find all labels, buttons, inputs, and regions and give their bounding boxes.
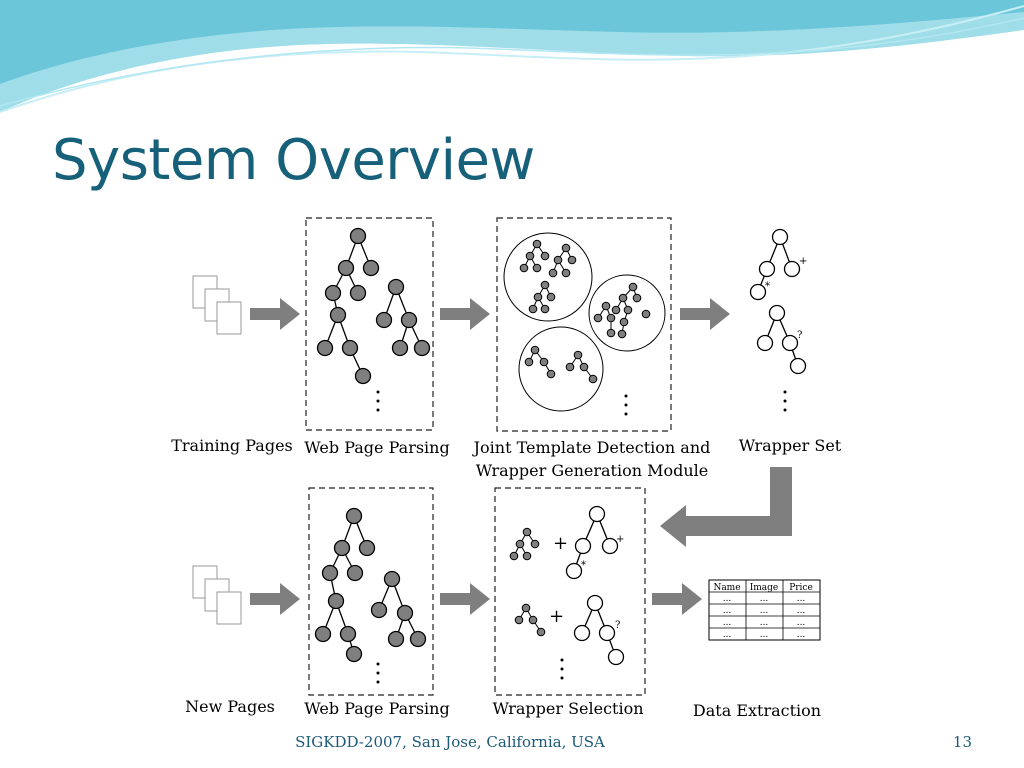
wrapper-set-label: Wrapper Set (739, 436, 842, 455)
arrow-selection-to-extraction (652, 583, 702, 615)
template-cluster-1 (503, 232, 593, 322)
joint-module-label-line1: Joint Template Detection and (472, 438, 711, 457)
table-cell: ... (760, 630, 769, 640)
wrapper-question-symbol: ? (797, 330, 802, 341)
table-cell: ... (797, 618, 806, 628)
parsing-box-bottom (308, 487, 434, 696)
slide-title: System Overview (52, 128, 535, 193)
table-cell: ... (760, 618, 769, 628)
selection-small-tree-1 (509, 527, 540, 561)
arrow-joint-to-wrapper-set (680, 298, 730, 330)
template-cluster-2 (588, 274, 666, 352)
wrapper-star-symbol: * (765, 281, 770, 292)
table-cell: ... (760, 606, 769, 616)
table-cell: ... (760, 594, 769, 604)
arrow-parsing-to-joint (440, 298, 490, 330)
table-cell: ... (723, 594, 732, 604)
ellipsis-wrapper-set (783, 390, 787, 412)
joint-module-box (496, 217, 672, 432)
selection-plus-symbol: + (616, 534, 624, 545)
template-cluster-3 (518, 326, 604, 412)
wrapper-set-trees (749, 228, 807, 375)
arrow-parsing-to-selection (440, 583, 490, 615)
table-header-price: Price (789, 583, 813, 593)
ellipsis-selection (560, 658, 564, 680)
table-cell: ... (797, 606, 806, 616)
slide-footer: SIGKDD-2007, San Jose, California, USA (295, 733, 605, 751)
new-pages-label: New Pages (185, 697, 275, 716)
selection-small-tree-2 (514, 603, 546, 637)
selection-wrapper-tree-2 (573, 594, 625, 666)
wrapper-selection-label: Wrapper Selection (492, 699, 643, 718)
table-cell: ... (723, 606, 732, 616)
selection-question-symbol: ? (615, 620, 620, 631)
wrapper-plus-symbol: + (799, 256, 807, 267)
arrow-training-to-parsing (250, 298, 300, 330)
ellipsis-parsing-top (376, 390, 380, 412)
dom-forest-bottom (314, 507, 427, 663)
joint-module-label-line2: Wrapper Generation Module (476, 461, 709, 480)
ellipsis-joint (624, 394, 628, 416)
web-page-parsing-bottom-label: Web Page Parsing (304, 699, 449, 718)
table-header-name: Name (713, 583, 740, 593)
parsing-box-top (305, 217, 434, 431)
new-pages-icon (192, 565, 242, 625)
training-pages-icon (192, 275, 242, 335)
table-cell: ... (723, 618, 732, 628)
data-extraction-label: Data Extraction (693, 701, 821, 720)
arrow-wrapper-set-to-selection (660, 467, 792, 547)
arrow-new-to-parsing (250, 583, 300, 615)
page-number: 13 (952, 733, 972, 751)
table-cell: ... (797, 630, 806, 640)
table-cell: ... (797, 594, 806, 604)
selection-star-symbol: * (581, 560, 586, 571)
training-pages-label: Training Pages (171, 436, 293, 455)
dom-forest-top (316, 227, 431, 385)
extracted-data-table: Name Image Price ... ... ... ... ... ...… (708, 579, 821, 641)
web-page-parsing-top-label: Web Page Parsing (304, 438, 449, 457)
table-cell: ... (723, 630, 732, 640)
selection-plus-2: + (549, 606, 564, 627)
wrapper-selection-box (494, 487, 646, 696)
ellipsis-parsing-bottom (376, 662, 380, 684)
selection-plus-1: + (553, 533, 568, 554)
table-header-image: Image (750, 583, 779, 593)
selection-wrapper-tree-1 (565, 505, 619, 580)
